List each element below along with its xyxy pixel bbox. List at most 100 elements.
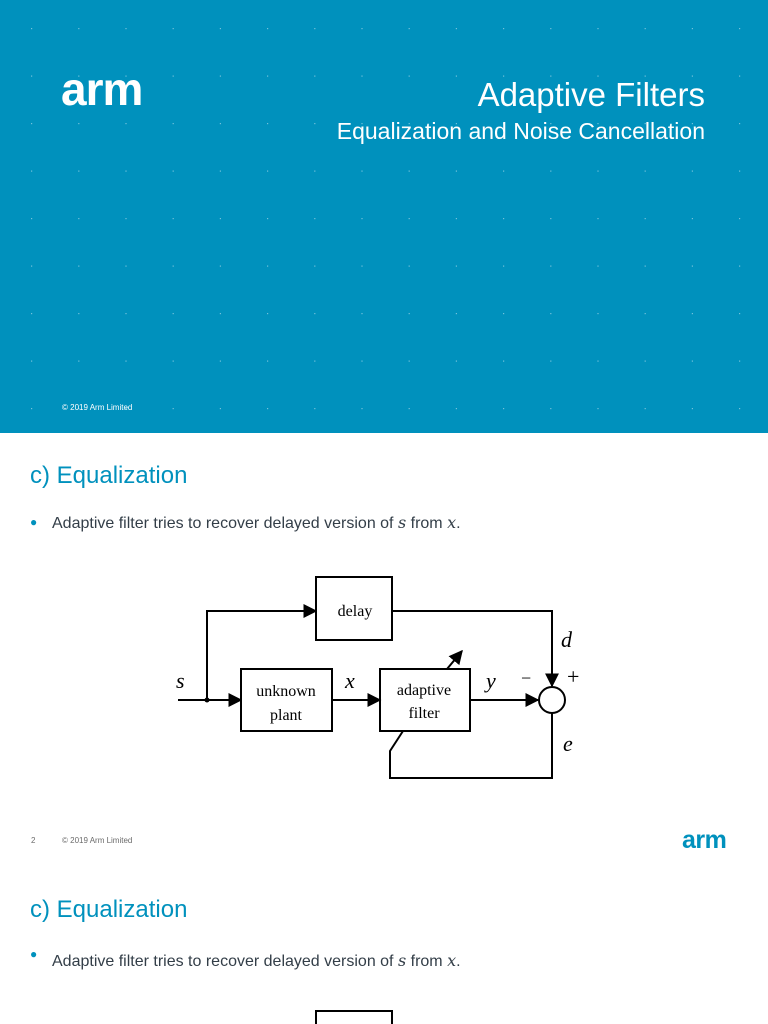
grid-dot <box>739 408 741 410</box>
grid-dot <box>503 265 505 267</box>
grid-dot <box>408 170 410 172</box>
plant-label-1: unknown <box>256 683 316 700</box>
grid-dot <box>550 170 552 172</box>
grid-dot <box>408 28 410 30</box>
grid-dot <box>361 123 363 125</box>
grid-dot <box>691 123 693 125</box>
grid-dot <box>267 75 269 77</box>
page-number: 2 <box>31 836 36 845</box>
grid-dot <box>644 28 646 30</box>
grid-dot <box>172 170 174 172</box>
partial-diagram <box>315 1010 393 1024</box>
grid-dot <box>361 75 363 77</box>
grid-dot <box>125 313 127 315</box>
grid-dot <box>739 360 741 362</box>
slide-copyright: © 2019 Arm Limited <box>62 836 133 845</box>
slide-heading-repeat: c) Equalization <box>30 896 188 923</box>
grid-dot <box>361 265 363 267</box>
grid-dot <box>739 218 741 220</box>
grid-dot <box>503 75 505 77</box>
grid-dot <box>597 408 599 410</box>
grid-dot <box>31 313 33 315</box>
grid-dot <box>455 360 457 362</box>
grid-dot <box>219 75 221 77</box>
grid-dot <box>455 75 457 77</box>
grid-dot <box>361 218 363 220</box>
grid-dot <box>691 313 693 315</box>
grid-dot <box>739 75 741 77</box>
grid-dot <box>455 265 457 267</box>
grid-dot <box>125 123 127 125</box>
error-feedback <box>389 713 553 779</box>
grid-dot <box>314 408 316 410</box>
adaptation-arrow <box>446 649 463 670</box>
grid-dot <box>172 123 174 125</box>
title-copyright: © 2019 Arm Limited <box>62 403 133 412</box>
grid-dot <box>597 123 599 125</box>
grid-dot <box>503 313 505 315</box>
grid-dot <box>361 28 363 30</box>
grid-dot <box>172 75 174 77</box>
grid-dot <box>550 408 552 410</box>
grid-dot <box>361 408 363 410</box>
grid-dot <box>125 408 127 410</box>
grid-dot <box>31 123 33 125</box>
plant-block <box>240 668 333 732</box>
grid-dot <box>739 123 741 125</box>
grid-dot <box>172 28 174 30</box>
grid-dot <box>739 265 741 267</box>
equalization-slide-repeat: c) Equalization ● Adaptive filter tries … <box>0 867 768 1024</box>
grid-dot <box>267 408 269 410</box>
grid-dot <box>455 123 457 125</box>
grid-dot <box>455 313 457 315</box>
grid-dot <box>219 313 221 315</box>
plant-label-2: plant <box>270 707 303 724</box>
bullet-suffix: . <box>456 515 461 532</box>
grid-dot <box>314 360 316 362</box>
grid-dot <box>408 265 410 267</box>
grid-dot <box>219 28 221 30</box>
grid-dot <box>597 218 599 220</box>
grid-dot <box>31 218 33 220</box>
signal-d: d <box>561 627 573 652</box>
arm-logo-small: arm <box>682 826 727 854</box>
summing-junction <box>538 686 566 714</box>
grid-dot <box>503 360 505 362</box>
presentation-title: Adaptive Filters <box>477 76 705 113</box>
presentation-subtitle: Equalization and Noise Cancellation <box>336 118 705 144</box>
grid-dot <box>691 75 693 77</box>
grid-dot <box>597 313 599 315</box>
equalization-block-diagram: delay unknown plant adaptive filter s x … <box>176 576 579 779</box>
grid-dot <box>503 170 505 172</box>
var-x-repeat: x <box>447 951 457 970</box>
grid-dot <box>172 218 174 220</box>
grid-dot <box>78 408 80 410</box>
delay-label: delay <box>338 603 373 620</box>
bullet-point: Adaptive filter tries to recover delayed… <box>52 513 461 534</box>
grid-dot <box>691 360 693 362</box>
grid-dot <box>644 123 646 125</box>
grid-dot <box>172 265 174 267</box>
signal-x: x <box>344 668 355 693</box>
grid-dot <box>503 123 505 125</box>
var-s: s <box>397 513 407 532</box>
delay-block <box>315 576 393 641</box>
grid-dot <box>644 218 646 220</box>
dot-grid-background <box>0 0 768 433</box>
grid-dot <box>78 218 80 220</box>
grid-dot <box>550 75 552 77</box>
bullet-point-repeat: Adaptive filter tries to recover delayed… <box>52 951 461 972</box>
grid-dot <box>78 313 80 315</box>
grid-dot <box>503 408 505 410</box>
grid-dot <box>314 28 316 30</box>
arm-logo: arm <box>61 63 143 115</box>
grid-dot <box>739 170 741 172</box>
branch-node <box>204 697 210 703</box>
title-slide: arm Adaptive Filters Equalization and No… <box>0 0 768 433</box>
grid-dot <box>361 313 363 315</box>
grid-dot <box>267 170 269 172</box>
grid-dot <box>455 28 457 30</box>
grid-dot <box>31 28 33 30</box>
grid-dot <box>550 218 552 220</box>
grid-dot <box>125 265 127 267</box>
